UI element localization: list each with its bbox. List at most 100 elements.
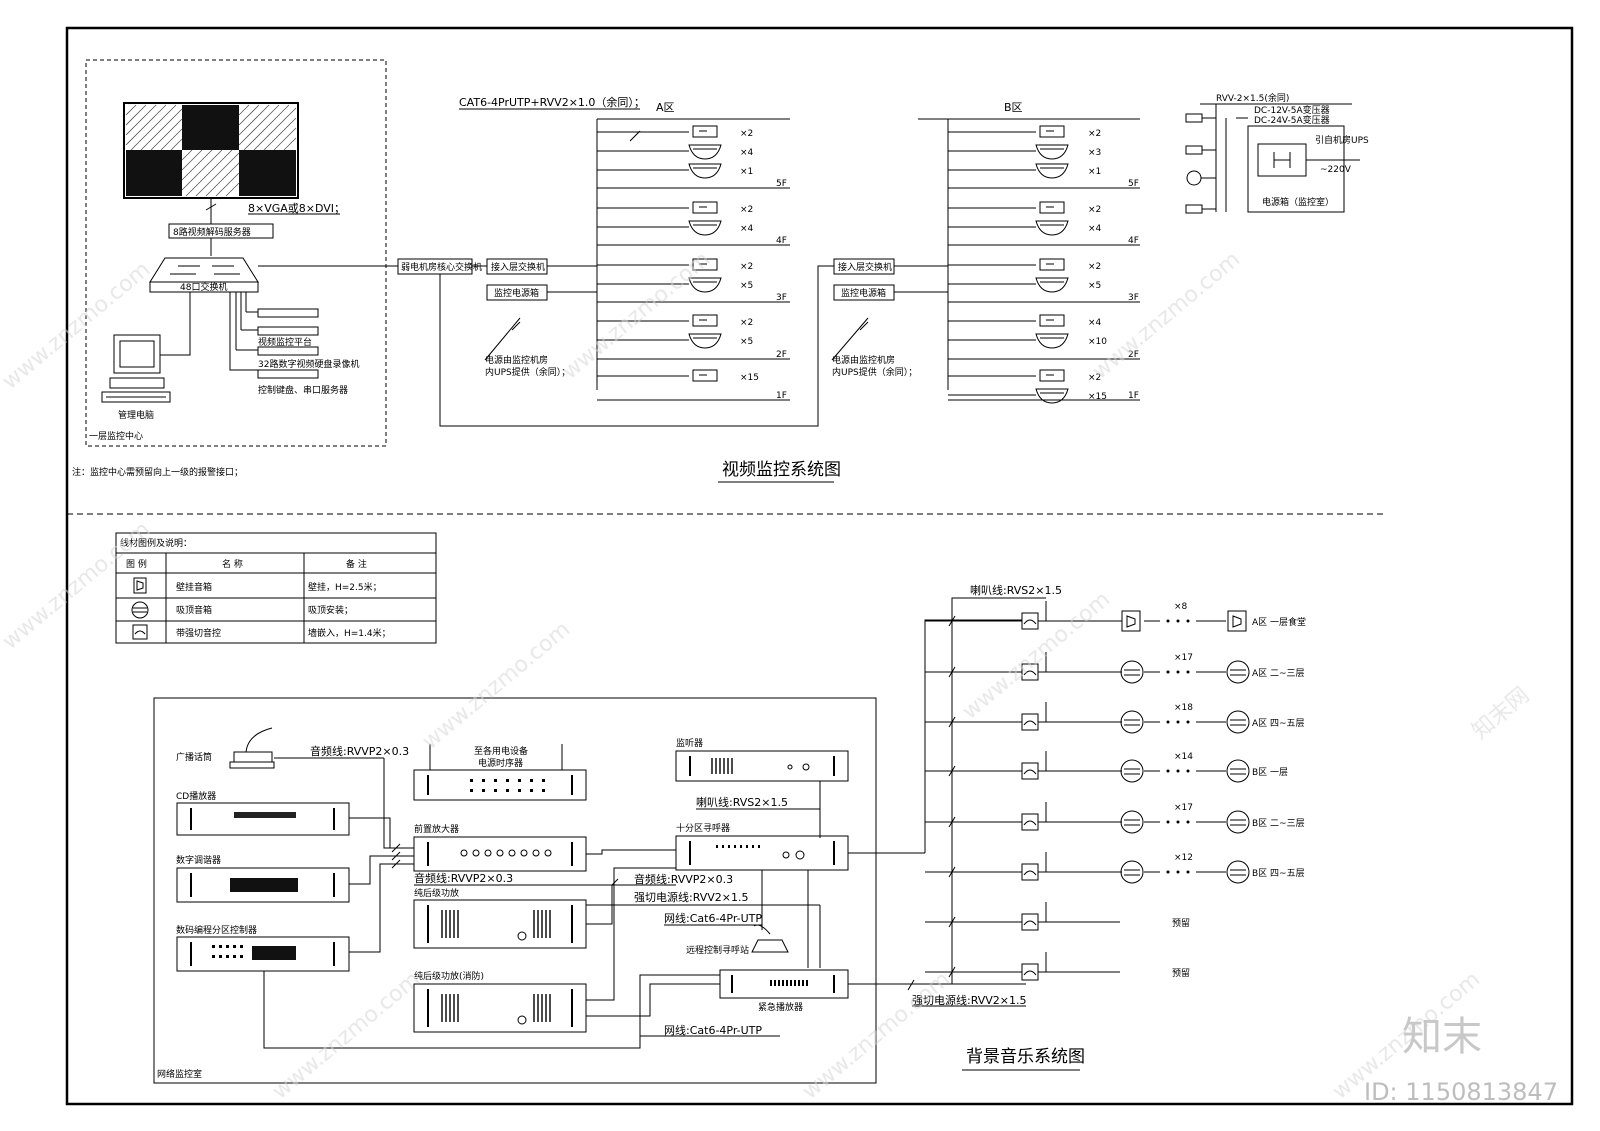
zone-controller bbox=[176, 936, 350, 972]
volume-control-detail bbox=[1023, 970, 1037, 976]
ups-note-a-1: 电源由监控机房 bbox=[485, 354, 548, 366]
camera-count-b: ×15 bbox=[1088, 392, 1107, 402]
camera-count-b: ×2 bbox=[1088, 373, 1101, 383]
dome-camera-icon bbox=[1035, 277, 1069, 293]
continuation-dot bbox=[1186, 870, 1190, 874]
floor-label: 2F bbox=[776, 350, 787, 360]
background-music-diagram: 网络监控室 广播话筒 音频线:RVVP2×0.3 CD播放器 数字调谐器 数码编… bbox=[153, 583, 1306, 1084]
core-switch-label: 弱电机房核心交换机 bbox=[401, 261, 482, 273]
access-switch-b-label: 接入层交换机 bbox=[838, 261, 892, 273]
camera-count-b: ×1 bbox=[1088, 167, 1101, 177]
branch-tick bbox=[948, 916, 956, 928]
branch-tick bbox=[948, 765, 956, 777]
camera-count-a: ×2 bbox=[740, 205, 753, 215]
volume-control-detail bbox=[1023, 820, 1037, 826]
drawing-frame bbox=[65, 26, 1574, 1106]
rack-unit bbox=[257, 346, 319, 356]
ceiling-speaker-icon bbox=[1226, 860, 1250, 884]
floor-label: 1F bbox=[776, 391, 787, 401]
dome-camera-icon bbox=[688, 333, 722, 349]
watermark-logo: 知末 bbox=[1402, 1014, 1482, 1060]
sequencer-label-1: 至各用电设备 bbox=[474, 745, 528, 757]
bullet-camera-icon bbox=[1039, 201, 1065, 214]
continuation-dot bbox=[1186, 619, 1190, 623]
ceiling-speaker-icon bbox=[1120, 810, 1144, 834]
continuation-dot bbox=[1176, 619, 1180, 623]
bullet-camera-icon bbox=[1039, 314, 1065, 327]
reserved-label: 预留 bbox=[1172, 967, 1190, 979]
music-diagram-title: 背景音乐系统图 bbox=[966, 1047, 1085, 1067]
volume-control-icon bbox=[1021, 963, 1039, 981]
power-box-a-label: 监控电源箱 bbox=[494, 287, 539, 299]
decoder-server bbox=[168, 223, 274, 239]
keyboard-server-label: 控制键盘、串口服务器 bbox=[258, 384, 348, 396]
switch-48-label: 48口交换机 bbox=[180, 281, 227, 293]
speaker-count: ×14 bbox=[1174, 752, 1193, 762]
volume-control-detail bbox=[1023, 769, 1037, 775]
power-detail-dc12: DC-12V-5A变压器 bbox=[1254, 104, 1330, 116]
zone-destination: B区 二~三层 bbox=[1252, 818, 1305, 829]
remote-station-icon bbox=[751, 924, 789, 953]
floor-label: 5F bbox=[1128, 179, 1139, 189]
continuation-dot bbox=[1166, 820, 1170, 824]
net-cable-label-1: 网线:Cat6-4Pr-UTP bbox=[664, 1023, 762, 1037]
control-room-label: 网络监控室 bbox=[157, 1068, 202, 1080]
net-cable-label-2: 网线:Cat6-4Pr-UTP bbox=[664, 911, 762, 925]
network-control-room bbox=[153, 697, 877, 1084]
cd-player bbox=[176, 802, 350, 836]
rack-unit bbox=[257, 326, 319, 336]
continuation-dot bbox=[1186, 720, 1190, 724]
ceiling-speaker-icon bbox=[1120, 759, 1144, 783]
branch-tick bbox=[948, 866, 956, 878]
ceiling-speaker-icon bbox=[1226, 710, 1250, 734]
zone-destination: A区 四~五层 bbox=[1252, 718, 1305, 729]
fire-amp-label: 纯后级功放(消防) bbox=[414, 970, 484, 982]
speaker-count: ×8 bbox=[1174, 602, 1188, 612]
pager-label: 十分区寻呼器 bbox=[676, 822, 730, 834]
bullet-camera-icon bbox=[692, 314, 718, 327]
speaker-count: ×17 bbox=[1174, 653, 1193, 663]
continuation-dot bbox=[1176, 769, 1180, 773]
reserved-label: 预留 bbox=[1172, 917, 1190, 929]
continuation-dot bbox=[1166, 769, 1170, 773]
zone-destination: A区 一层食堂 bbox=[1252, 616, 1306, 628]
legend-header-symbol: 图 例 bbox=[126, 558, 147, 570]
bullet-camera-icon bbox=[692, 201, 718, 214]
sequencer-label-2: 电源时序器 bbox=[478, 757, 523, 769]
bullet-camera-icon bbox=[1039, 369, 1065, 382]
ceiling-speaker-icon bbox=[1120, 860, 1144, 884]
watermark-brand: 知末网 bbox=[1468, 683, 1535, 745]
floor-label: 3F bbox=[776, 293, 787, 303]
power-supply-detail: RVV-2×1.5(余同) DC-12V-5A变压器 DC-24V-5A变压器 … bbox=[1185, 92, 1369, 214]
continuation-dot bbox=[1166, 670, 1170, 674]
cd-player-label: CD播放器 bbox=[176, 790, 216, 802]
camera-count-a: ×4 bbox=[740, 224, 754, 234]
camera-count-b: ×4 bbox=[1088, 318, 1102, 328]
ceiling-speaker-icon bbox=[1120, 660, 1144, 684]
power-sequencer bbox=[413, 769, 587, 801]
volume-control-icon bbox=[132, 624, 148, 640]
audio-cable-label-2: 音频线:RVVP2×0.3 bbox=[414, 871, 513, 885]
legend-row3-note: 墙嵌入，H=1.4米； bbox=[308, 627, 391, 639]
bullet-camera-icon bbox=[692, 125, 718, 138]
management-pc-icon bbox=[101, 334, 171, 403]
speaker-count: ×18 bbox=[1174, 703, 1193, 713]
power-detail-ups: 引自机房UPS bbox=[1315, 134, 1369, 146]
floor-label: 4F bbox=[776, 236, 787, 246]
nvr-label: 32路数字视频硬盘录像机 bbox=[258, 358, 359, 370]
continuation-dot bbox=[1176, 720, 1180, 724]
legend-row1-note: 壁挂，H=2.5米； bbox=[308, 581, 382, 593]
legend-table: 线材图例及说明： 图 例 名 称 备 注 壁挂音箱 壁挂，H=2.5米； 吸顶音… bbox=[115, 532, 437, 644]
volume-control-detail bbox=[1023, 920, 1037, 926]
floor-label: 3F bbox=[1128, 293, 1139, 303]
ceiling-speaker-icon bbox=[1120, 710, 1144, 734]
digital-tuner bbox=[176, 867, 350, 903]
camera-count-a: ×2 bbox=[740, 318, 753, 328]
power-amp bbox=[413, 899, 587, 949]
watermark-text: www.znzmo.com bbox=[418, 617, 575, 755]
speaker-cable-label-2: 喇叭线:RVS2×1.5 bbox=[970, 583, 1062, 597]
volume-control-icon bbox=[1021, 713, 1039, 731]
ups-note-a-2: 内UPS提供（余同）； bbox=[485, 366, 570, 378]
